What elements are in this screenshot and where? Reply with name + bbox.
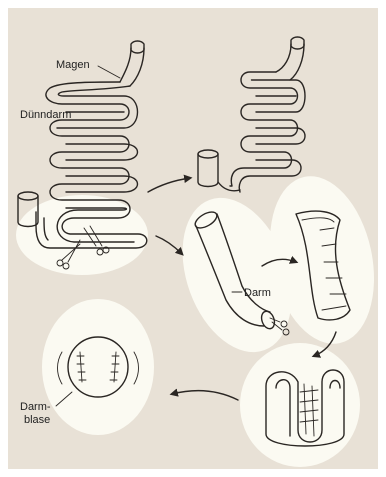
blob-left-intestine xyxy=(16,195,148,275)
label-darmblase-1: Darm- xyxy=(20,401,51,413)
label-magen: Magen xyxy=(56,59,90,71)
blob-folded xyxy=(240,343,360,467)
blob-pouch xyxy=(42,299,154,435)
label-duenndarm: Dünndarm xyxy=(20,109,71,121)
label-darm: Darm xyxy=(244,287,271,299)
label-darmblase-2: blase xyxy=(24,414,50,426)
